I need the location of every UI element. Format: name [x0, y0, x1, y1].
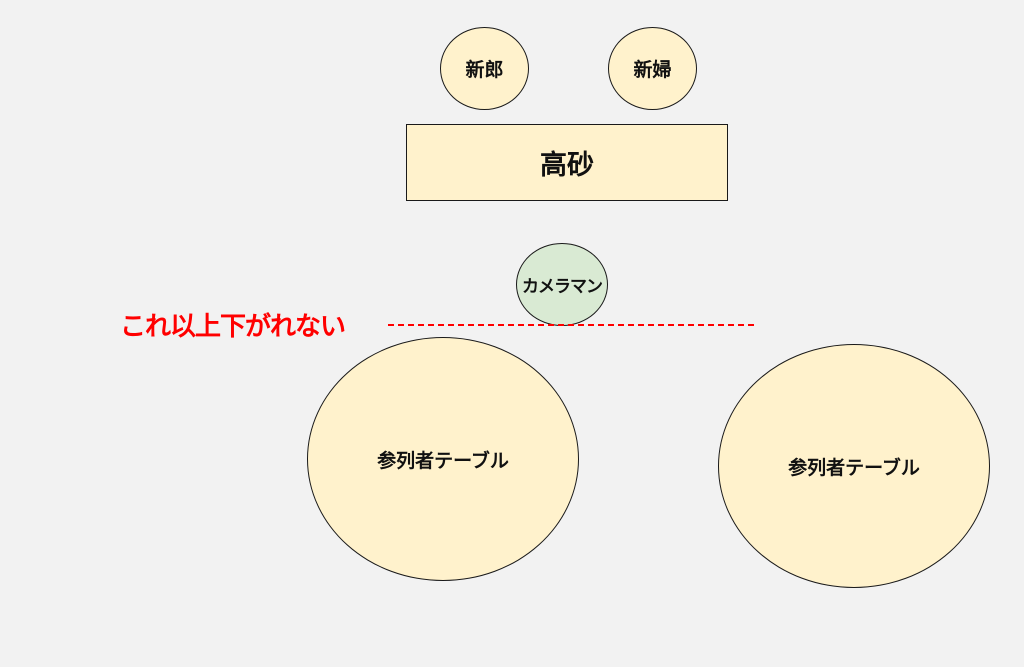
guest-table-left: 参列者テーブル [307, 337, 579, 581]
takasago-table: 高砂 [406, 124, 728, 201]
limit-dashed-line [388, 324, 754, 326]
bride-label: 新婦 [633, 59, 672, 81]
takasago-label: 高砂 [540, 150, 594, 181]
groom-seat: 新郎 [440, 27, 529, 110]
groom-label: 新郎 [465, 59, 504, 81]
guest-table-left-label: 参列者テーブル [377, 449, 509, 472]
limit-label: これ以上下がれない [120, 312, 346, 342]
guest-table-right-label: 参列者テーブル [788, 456, 920, 479]
cameraman-label: カメラマン [522, 277, 603, 297]
guest-table-right: 参列者テーブル [718, 344, 990, 588]
cameraman-position: カメラマン [516, 243, 608, 326]
bride-seat: 新婦 [608, 27, 697, 110]
